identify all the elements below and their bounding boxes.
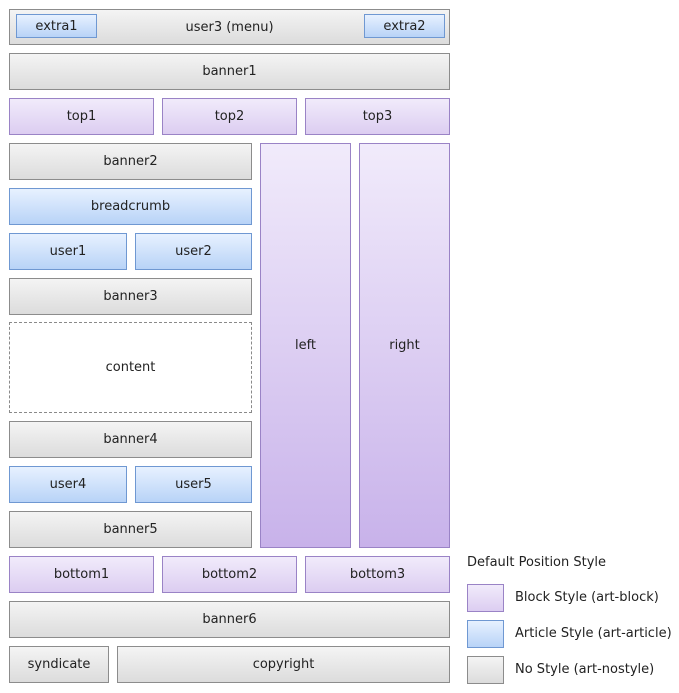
- bottom1-position: bottom1: [9, 556, 154, 593]
- top1-position: top1: [9, 98, 154, 135]
- banner5-label: banner5: [103, 522, 158, 537]
- syndicate-label: syndicate: [27, 657, 91, 672]
- syndicate-position: syndicate: [9, 646, 109, 683]
- content-position: content: [9, 322, 252, 413]
- user1-label: user1: [49, 244, 87, 259]
- banner4-label: banner4: [103, 432, 158, 447]
- user1-position: user1: [9, 233, 127, 270]
- breadcrumb-position: breadcrumb: [9, 188, 252, 225]
- top3-label: top3: [362, 109, 393, 124]
- extra2-position: extra2: [364, 14, 445, 38]
- top2-position: top2: [162, 98, 297, 135]
- banner1-position: banner1: [9, 53, 450, 90]
- extra2-label: extra2: [383, 18, 426, 34]
- legend-swatch-block: [467, 584, 504, 612]
- banner1-label: banner1: [202, 64, 257, 79]
- legend-swatch-article: [467, 620, 504, 648]
- copyright-label: copyright: [252, 657, 315, 672]
- extra1-label: extra1: [35, 18, 78, 34]
- bottom2-position: bottom2: [162, 556, 297, 593]
- copyright-position: copyright: [117, 646, 450, 683]
- left-sidebar-label: left: [294, 338, 317, 353]
- bottom1-label: bottom1: [53, 567, 110, 582]
- extra1-position: extra1: [16, 14, 97, 38]
- legend-title: Default Position Style: [467, 555, 607, 570]
- banner6-position: banner6: [9, 601, 450, 638]
- right-sidebar-label: right: [389, 338, 420, 353]
- banner2-label: banner2: [103, 154, 158, 169]
- banner5-position: banner5: [9, 511, 252, 548]
- breadcrumb-label: breadcrumb: [90, 199, 171, 214]
- bottom3-position: bottom3: [305, 556, 450, 593]
- content-label: content: [105, 360, 156, 375]
- user2-position: user2: [135, 233, 252, 270]
- top2-label: top2: [214, 109, 245, 124]
- bottom2-label: bottom2: [201, 567, 258, 582]
- user4-position: user4: [9, 466, 127, 503]
- banner3-position: banner3: [9, 278, 252, 315]
- top3-position: top3: [305, 98, 450, 135]
- legend-label-nostyle: No Style (art-nostyle): [515, 662, 655, 677]
- user3-menu-label: user3 (menu): [185, 19, 274, 35]
- banner2-position: banner2: [9, 143, 252, 180]
- right-sidebar-position: right: [359, 143, 450, 548]
- user5-position: user5: [135, 466, 252, 503]
- banner4-position: banner4: [9, 421, 252, 458]
- legend-label-article: Article Style (art-article): [515, 626, 672, 641]
- user2-label: user2: [175, 244, 212, 259]
- bottom3-label: bottom3: [349, 567, 406, 582]
- banner6-label: banner6: [202, 612, 257, 627]
- left-sidebar-position: left: [260, 143, 351, 548]
- user5-label: user5: [175, 477, 212, 492]
- legend-label-block: Block Style (art-block): [515, 590, 659, 605]
- legend-swatch-nostyle: [467, 656, 504, 684]
- banner3-label: banner3: [103, 289, 158, 304]
- user4-label: user4: [49, 477, 87, 492]
- top1-label: top1: [66, 109, 97, 124]
